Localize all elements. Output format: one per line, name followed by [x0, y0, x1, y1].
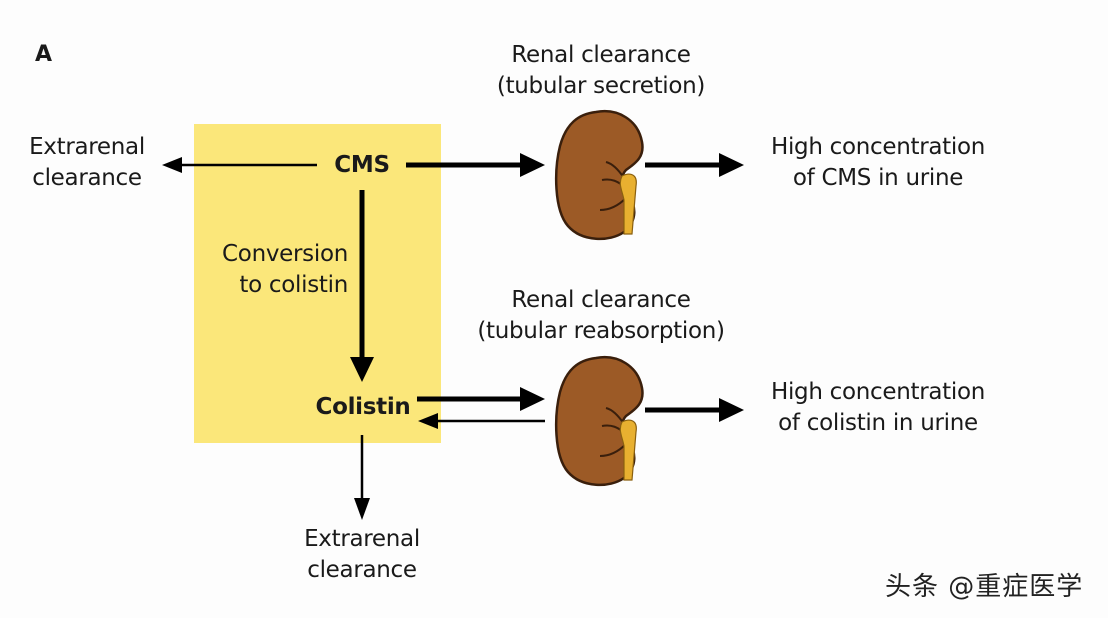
- arrow-cms-to-renal-secretion: [406, 153, 545, 177]
- extrarenal-clearance-bottom-label: Extrarenal clearance: [292, 524, 432, 586]
- label-line: of CMS in urine: [792, 165, 964, 191]
- arrow-reabsorption-to-colistin: [418, 413, 545, 429]
- label-line: (tubular reabsorption): [477, 318, 725, 344]
- label-line: to colistin: [239, 272, 348, 298]
- kidney-icon: [554, 356, 644, 487]
- arrow-colistin-to-extrarenal: [354, 435, 370, 520]
- arrow-colistin-to-renal: [417, 387, 545, 411]
- urine-colistin-label: High concentration of colistin in urine: [752, 377, 1004, 439]
- label-line: Extrarenal: [304, 526, 420, 552]
- arrow-conversion: [350, 190, 374, 382]
- panel-label: A: [35, 42, 53, 67]
- extrarenal-clearance-top-label: Extrarenal clearance: [22, 132, 152, 194]
- plasma-compartment-box: [194, 124, 441, 443]
- cms-node: CMS: [334, 152, 390, 178]
- label-line: clearance: [307, 557, 417, 583]
- label-line: Conversion: [222, 241, 348, 267]
- arrow-kidney-to-urine-colistin: [645, 398, 744, 422]
- label-line: Renal clearance: [511, 287, 691, 313]
- colistin-node: Colistin: [315, 394, 411, 420]
- kidney-icon: [554, 110, 644, 241]
- renal-reabsorption-label: Renal clearance (tubular reabsorption): [452, 285, 750, 347]
- label-line: Renal clearance: [511, 42, 691, 68]
- renal-secretion-label: Renal clearance (tubular secretion): [470, 40, 732, 102]
- label-line: High concentration: [770, 134, 986, 160]
- label-line: of colistin in urine: [778, 410, 978, 436]
- watermark: 头条 @重症医学: [885, 572, 1084, 602]
- label-line: clearance: [32, 165, 142, 191]
- label-line: High concentration: [770, 379, 986, 405]
- conversion-label: Conversion to colistin: [200, 239, 348, 301]
- label-line: (tubular secretion): [496, 73, 706, 99]
- arrow-cms-to-extrarenal: [162, 157, 317, 173]
- label-line: Extrarenal: [29, 134, 145, 160]
- urine-cms-label: High concentration of CMS in urine: [752, 132, 1004, 194]
- arrow-kidney-to-urine-cms: [645, 153, 744, 177]
